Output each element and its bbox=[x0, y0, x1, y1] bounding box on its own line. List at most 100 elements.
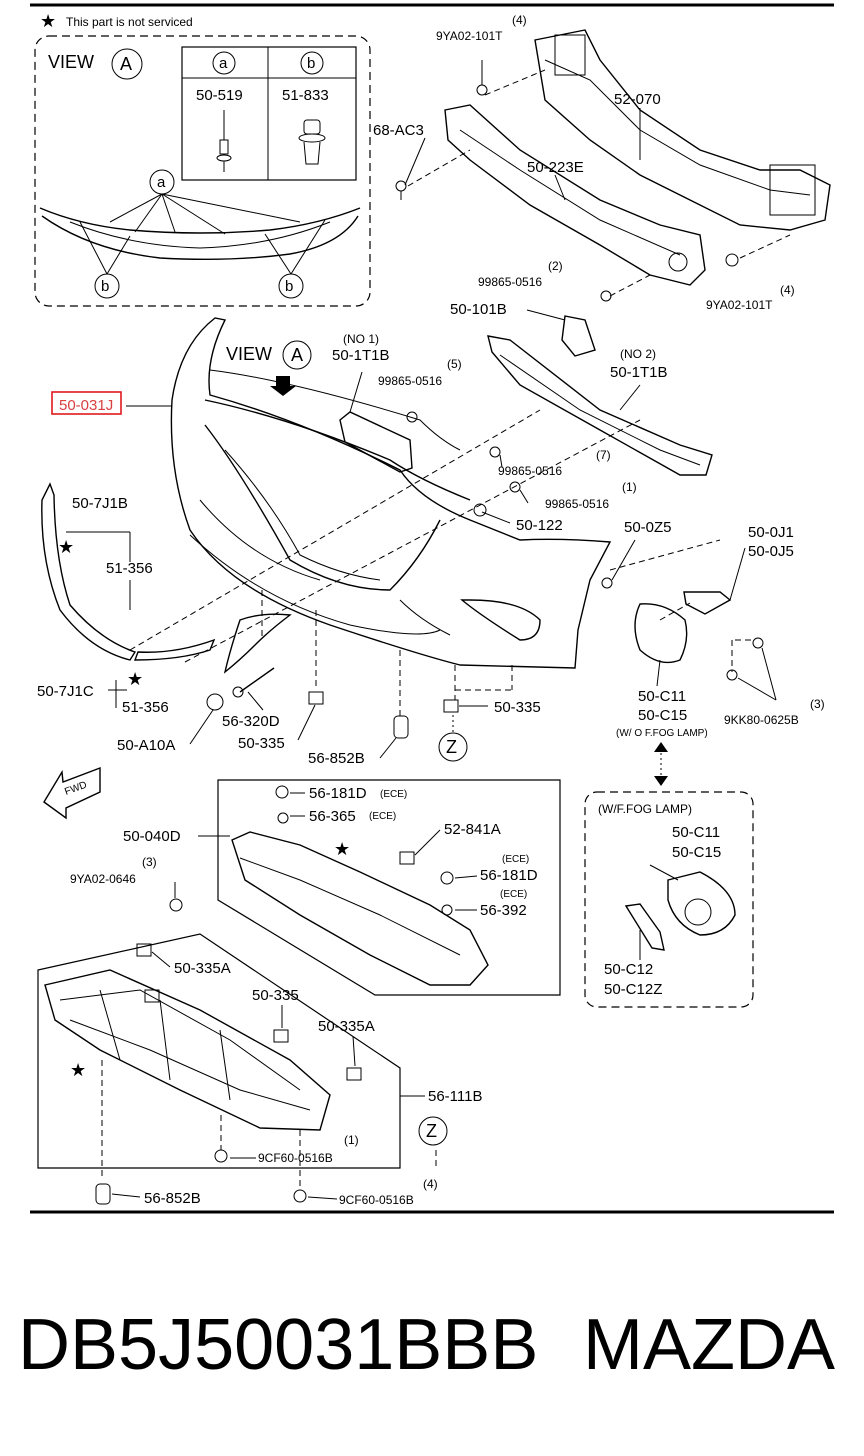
label-z-b: Z bbox=[426, 1121, 437, 1141]
label-99865-a-qty: (2) bbox=[548, 259, 563, 273]
rivet-icon bbox=[216, 110, 232, 172]
label-z-a: Z bbox=[446, 737, 457, 757]
label-9cf60-b-qty: (4) bbox=[423, 1177, 438, 1191]
front-bumper-50-031j bbox=[170, 317, 612, 669]
cap-50-a10a bbox=[206, 693, 224, 711]
label-9ya02-top-qty: (4) bbox=[512, 13, 527, 27]
fog-lamp-lens bbox=[684, 898, 712, 926]
label-9ya02-r-qty: (4) bbox=[780, 283, 795, 297]
nut-icon bbox=[346, 1067, 362, 1081]
label-56-181d-a: 56-181D bbox=[309, 785, 367, 802]
bolt-icon bbox=[600, 290, 612, 302]
label-56-365: 56-365 bbox=[309, 808, 356, 825]
garnish-50-c12 bbox=[624, 903, 665, 951]
label-50-c11-b: 50-C11 bbox=[672, 824, 720, 841]
main-view-title: VIEW bbox=[226, 344, 272, 364]
fog-bezel-50-c11-fog bbox=[667, 871, 736, 936]
grille-no1 bbox=[339, 411, 413, 473]
molding-50-7j1c bbox=[133, 638, 216, 661]
label-50-335-c: 50-335 bbox=[252, 987, 299, 1004]
label-50-c12: 50-C12 bbox=[604, 961, 653, 978]
label-ece-a: (ECE) bbox=[380, 789, 407, 800]
absorber-50-223e bbox=[444, 104, 706, 286]
main-view-circle: A bbox=[291, 345, 303, 365]
fwd-label: FWD bbox=[63, 780, 88, 798]
clip-icon bbox=[95, 1183, 111, 1205]
absorber-hole bbox=[668, 252, 688, 272]
view-a-inset-frame bbox=[34, 35, 371, 307]
view-a-inset-circle-label: A bbox=[120, 54, 132, 74]
nut-icon bbox=[136, 943, 152, 957]
star-icon: ★ bbox=[70, 1060, 86, 1080]
label-50-0j5: 50-0J5 bbox=[748, 543, 794, 560]
inset-bumper-outline bbox=[39, 207, 361, 234]
view-a-inset: VIEW A a b 50-519 51-833 a bbox=[34, 35, 371, 307]
footer-part-number: DB5J50031BBB bbox=[18, 1305, 539, 1385]
marker-a: a bbox=[157, 174, 166, 191]
fwd-arrow-icon: FWD bbox=[43, 766, 101, 820]
label-51-356-a: 51-356 bbox=[106, 560, 153, 577]
bolt-icon bbox=[476, 60, 488, 96]
header-note: This part is not serviced bbox=[66, 15, 193, 29]
footer-brand: MAZDA bbox=[583, 1305, 835, 1385]
main-view-circle-shape bbox=[282, 340, 312, 370]
view-arrow-icon bbox=[270, 376, 296, 396]
label-ece-c: (ECE) bbox=[502, 854, 529, 865]
not-serviced-star-icon: ★ bbox=[40, 11, 56, 31]
label-9cf60-b: 9CF60-0516B bbox=[339, 1193, 414, 1207]
clip-icon bbox=[393, 715, 409, 739]
view-a-inset-title: VIEW bbox=[48, 52, 94, 72]
label-56-852b-b: 56-852B bbox=[144, 1190, 201, 1207]
lip-51-356 bbox=[223, 613, 292, 674]
label-50-1t1b-1: 50-1T1B bbox=[332, 347, 390, 364]
clip-icon bbox=[277, 812, 289, 824]
label-50-0z5: 50-0Z5 bbox=[624, 519, 672, 536]
marker-z-a-circle bbox=[438, 732, 468, 762]
bolt-icon bbox=[169, 898, 183, 912]
marker-b-right: b bbox=[285, 278, 293, 295]
label-56-320d: 56-320D bbox=[222, 713, 280, 730]
col-b-circle bbox=[300, 51, 324, 75]
inset-bumper-edge bbox=[69, 221, 331, 249]
star-icon: ★ bbox=[58, 537, 74, 557]
label-50-a10a: 50-A10A bbox=[117, 737, 175, 754]
nut-icon bbox=[273, 1029, 289, 1043]
label-50-335a-b: 50-335A bbox=[318, 1018, 375, 1035]
label-52-841a: 52-841A bbox=[444, 821, 501, 838]
label-68-ac3: 68-AC3 bbox=[373, 122, 424, 139]
label-ece-d: (ECE) bbox=[500, 889, 527, 900]
label-50-c15-b: 50-C15 bbox=[672, 844, 721, 861]
star-icon: ★ bbox=[334, 839, 350, 859]
screw-icon bbox=[752, 637, 764, 649]
grille-no2 bbox=[487, 335, 713, 476]
reinforcement-bracket-right bbox=[769, 164, 816, 216]
label-9ya02-r: 9YA02-101T bbox=[706, 298, 773, 312]
bolt-icon bbox=[293, 1189, 307, 1203]
label-99865-a: 99865-0516 bbox=[478, 275, 542, 289]
col-a-symbol: a bbox=[219, 55, 228, 72]
splash-shield-56-111b bbox=[44, 969, 331, 1131]
inset-bumper-inner bbox=[41, 215, 359, 261]
label-56-111b: 56-111B bbox=[428, 1088, 483, 1105]
label-50-c12z: 50-C12Z bbox=[604, 981, 662, 998]
marker-z-b-circle bbox=[418, 1116, 448, 1146]
label-51-356-b: 51-356 bbox=[122, 699, 169, 716]
label-50-0j1: 50-0J1 bbox=[748, 524, 794, 541]
clip-icon bbox=[275, 785, 289, 799]
bolt-icon bbox=[395, 180, 407, 200]
label-50-031j: 50-031J bbox=[59, 397, 113, 414]
bolt-icon bbox=[725, 253, 739, 267]
clip-icon bbox=[473, 503, 487, 517]
label-9ya02-646-qty: (3) bbox=[142, 855, 157, 869]
label-50-101b: 50-101B bbox=[450, 301, 507, 318]
label-50-7j1b: 50-7J1B bbox=[72, 495, 128, 512]
bolt-icon bbox=[509, 481, 521, 493]
footer: DB5J50031BBB MAZDA bbox=[0, 1300, 864, 1410]
label-99865-d-qty: (1) bbox=[622, 480, 637, 494]
label-56-852b-a: 56-852B bbox=[308, 750, 365, 767]
clip-icon bbox=[440, 871, 454, 885]
view-a-inset-circle bbox=[111, 48, 143, 80]
label-9ya02-646: 9YA02-0646 bbox=[70, 872, 136, 886]
bracket-50-101b bbox=[561, 315, 596, 357]
fastener-table bbox=[181, 46, 357, 181]
